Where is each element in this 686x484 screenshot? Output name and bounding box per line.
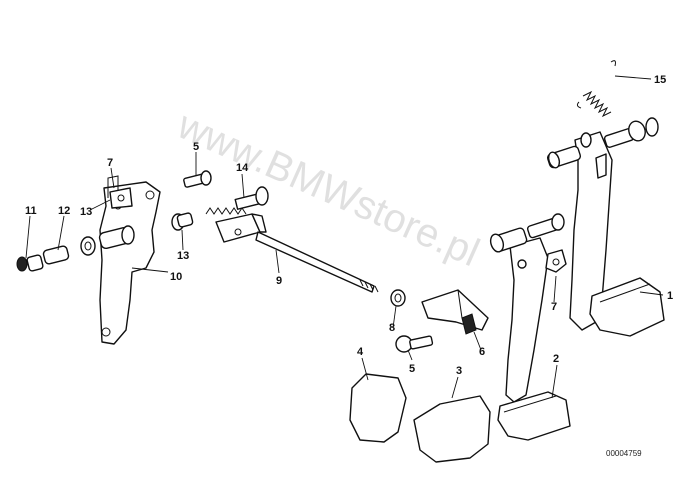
callout-5-lower: 5 bbox=[409, 363, 415, 375]
callout-13-left: 13 bbox=[80, 206, 92, 218]
clutch-pedal bbox=[546, 117, 665, 337]
callout-8: 8 bbox=[389, 322, 395, 334]
callout-7-left: 7 bbox=[107, 157, 113, 169]
callout-15: 15 bbox=[654, 74, 666, 86]
callout-5-upper: 5 bbox=[193, 141, 199, 153]
hex-nut bbox=[390, 289, 406, 307]
callout-13-right: 13 bbox=[177, 250, 189, 262]
pedal-pads bbox=[349, 373, 491, 463]
upper-bolts bbox=[171, 170, 269, 231]
push-rod bbox=[215, 213, 379, 293]
lower-bolt bbox=[395, 335, 434, 353]
callout-2: 2 bbox=[553, 353, 559, 365]
callout-labels: 1 2 3 4 5 5 6 7 7 8 9 10 11 12 13 13 14 … bbox=[25, 74, 673, 377]
return-spring bbox=[576, 60, 616, 118]
brake-pedal bbox=[489, 213, 571, 441]
callout-7-right: 7 bbox=[551, 301, 557, 313]
callout-9: 9 bbox=[276, 275, 282, 287]
clevis-fork bbox=[421, 289, 489, 335]
callout-10: 10 bbox=[170, 271, 182, 283]
callout-11: 11 bbox=[25, 205, 37, 217]
callout-4: 4 bbox=[357, 346, 364, 358]
pedal-bracket-lever bbox=[99, 175, 161, 345]
callout-6: 6 bbox=[479, 346, 485, 358]
leader-lines bbox=[25, 75, 664, 399]
watermark-text: www.BMWstore.pl bbox=[170, 103, 485, 276]
callout-14: 14 bbox=[236, 162, 249, 174]
callout-1: 1 bbox=[667, 290, 673, 302]
reference-number: 00004759 bbox=[606, 449, 642, 458]
left-shaft-stack bbox=[16, 225, 135, 272]
clips bbox=[109, 187, 133, 209]
callout-3: 3 bbox=[456, 365, 462, 377]
callout-12: 12 bbox=[58, 205, 70, 217]
